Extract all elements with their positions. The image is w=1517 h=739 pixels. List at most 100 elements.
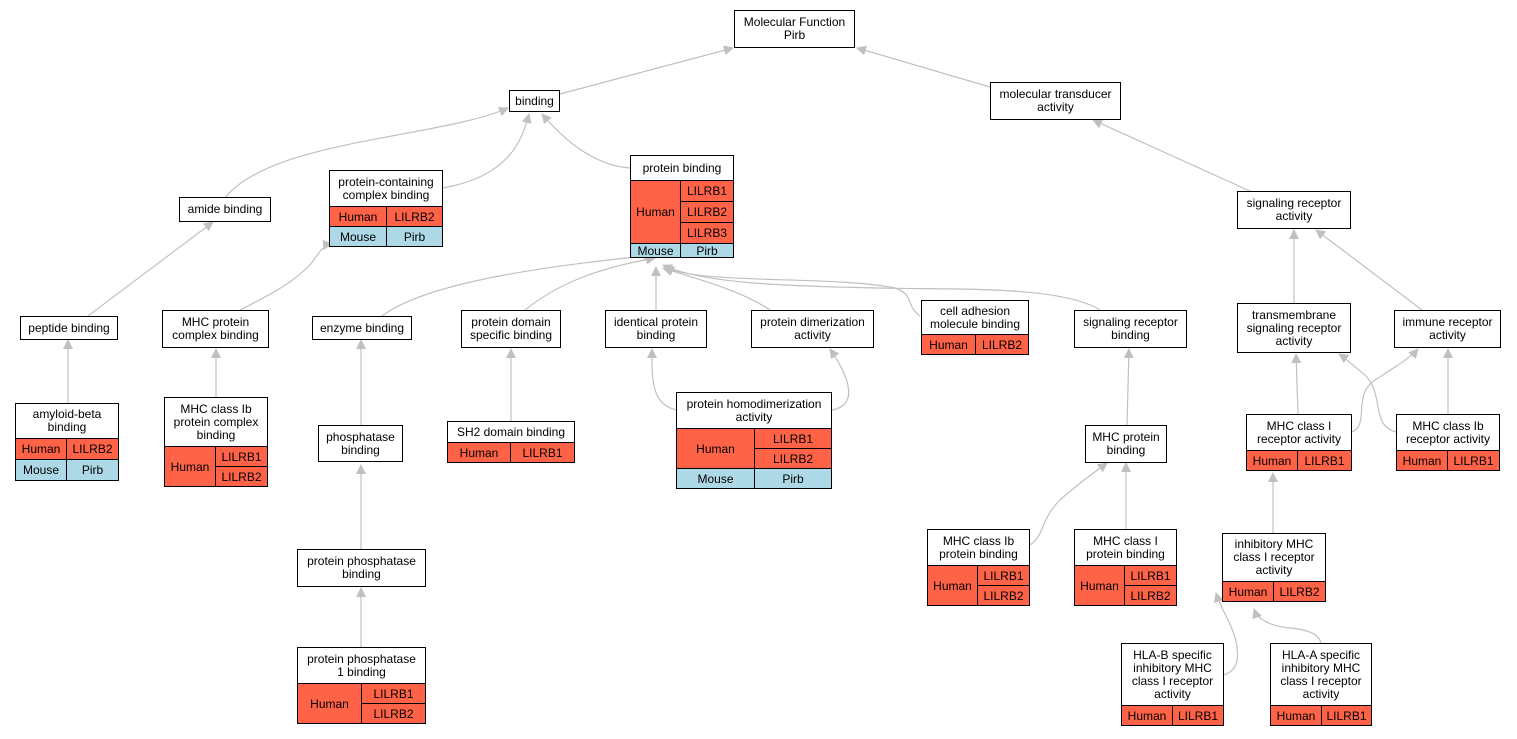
term-label-line: inhibitory MHC (1281, 660, 1361, 675)
term-label-line: protein domain (471, 315, 551, 329)
term-label-line: signaling receptor (1246, 320, 1342, 335)
species-cell: Human (329, 206, 387, 227)
species-cell: Human (630, 180, 681, 244)
term-title: amide binding (179, 197, 271, 222)
term-label-line: binding (47, 420, 87, 434)
term-label-line: MHC class I (1266, 418, 1332, 433)
gene-cell: LILRB2 (975, 334, 1029, 355)
species-cell: Human (1396, 450, 1448, 471)
edge-phda-ipb (646, 348, 678, 411)
term-label-line: molecular transducer (999, 87, 1112, 101)
term-label-line: receptor activity (1256, 431, 1342, 446)
species-cell: Human (297, 683, 362, 724)
gene-cell: Pirb (680, 243, 734, 258)
term-label-line: transmembrane (1251, 307, 1337, 322)
gene-cell: LILRB1 (1297, 450, 1352, 471)
gene-cell: LILRB1 (1447, 450, 1500, 471)
edge-pda-pb (662, 266, 771, 311)
term-label-line: signaling receptor (1083, 315, 1178, 329)
edge-phda-pda (829, 348, 850, 411)
gene-cell: LILRB1 (1124, 565, 1177, 586)
species-cell: Human (1074, 565, 1125, 606)
term-label-line: 1 binding (337, 664, 386, 679)
term-label-line: molecule binding (929, 316, 1021, 331)
term-label-line: binding (196, 427, 236, 442)
gene-cell: LILRB2 (1273, 581, 1326, 602)
term-label-line: protein binding (1086, 546, 1165, 561)
species-cell: Human (15, 438, 67, 460)
term-label-line: inhibitory MHC (1234, 537, 1314, 551)
term-title: SH2 domain binding (447, 421, 575, 443)
term-label-line: binding (1106, 443, 1146, 457)
edge-mhc1ra-tsra (1291, 353, 1302, 415)
term-label-line: MHC class I (1093, 533, 1158, 548)
term-label-line: signaling receptor (1246, 196, 1342, 210)
term-label-line: activity (1275, 333, 1313, 348)
term-label-line: class I receptor (1131, 673, 1214, 688)
term-label-line: activity (735, 409, 773, 424)
term-label-line: class I receptor (1233, 550, 1315, 564)
term-label-line: protein complex (173, 414, 259, 429)
term-label-line: MHC class Ib (942, 533, 1015, 548)
species-cell: Human (676, 428, 755, 469)
term-label-line: enzyme binding (319, 320, 405, 335)
edge-amide-binding (224, 107, 509, 199)
term-label-line: complex binding (172, 328, 259, 342)
term-label-line: activity (1037, 100, 1074, 114)
term-label-line: SH2 domain binding (456, 424, 566, 439)
edge-srb-pb (662, 264, 1101, 311)
species-cell: Mouse (15, 459, 67, 481)
term-label-line: protein binding (939, 546, 1018, 561)
edge-pep-amide (87, 221, 214, 317)
term-title: protein binding (630, 155, 734, 181)
species-cell: Human (1121, 705, 1173, 726)
term-label-line: receptor activity (1405, 431, 1491, 446)
term-label-line: protein phosphatase (307, 554, 416, 568)
term-label-line: binding (636, 328, 676, 342)
edge-camb-pb (664, 266, 921, 317)
term-label-line: Pirb (783, 28, 806, 42)
gene-cell: LILRB1 (680, 180, 734, 202)
species-cell: Mouse (676, 468, 755, 489)
species-cell: Human (447, 442, 511, 463)
gene-cell: LILRB3 (680, 222, 734, 244)
gene-cell: LILRB1 (1321, 705, 1372, 726)
term-label-line: peptide binding (28, 320, 110, 335)
gene-cell: LILRB1 (361, 683, 426, 704)
term-label-line: MHC class Ib (180, 401, 252, 416)
term-label-line: HLA-B specific (1133, 647, 1212, 662)
term-label-line: binding (342, 567, 381, 581)
term-label-line: complex binding (342, 187, 430, 202)
term-label-line: immune receptor (1402, 315, 1493, 329)
gene-cell: LILRB1 (977, 565, 1030, 586)
edge-binding-mf (559, 45, 734, 95)
edge-mhc1bpb-mhcpb (1029, 462, 1108, 546)
gene-cell: LILRB2 (215, 466, 268, 487)
term-label-line: activity (1255, 563, 1293, 577)
edge-enz-pb (381, 250, 654, 317)
edge-hlaa-imhc1ra (1252, 608, 1322, 646)
gene-cell: Pirb (754, 468, 832, 489)
species-cell: Human (927, 565, 978, 606)
edge-pdsb-pb (524, 254, 656, 311)
gene-cell: LILRB2 (1124, 585, 1177, 606)
term-label-line: binding (515, 93, 554, 108)
